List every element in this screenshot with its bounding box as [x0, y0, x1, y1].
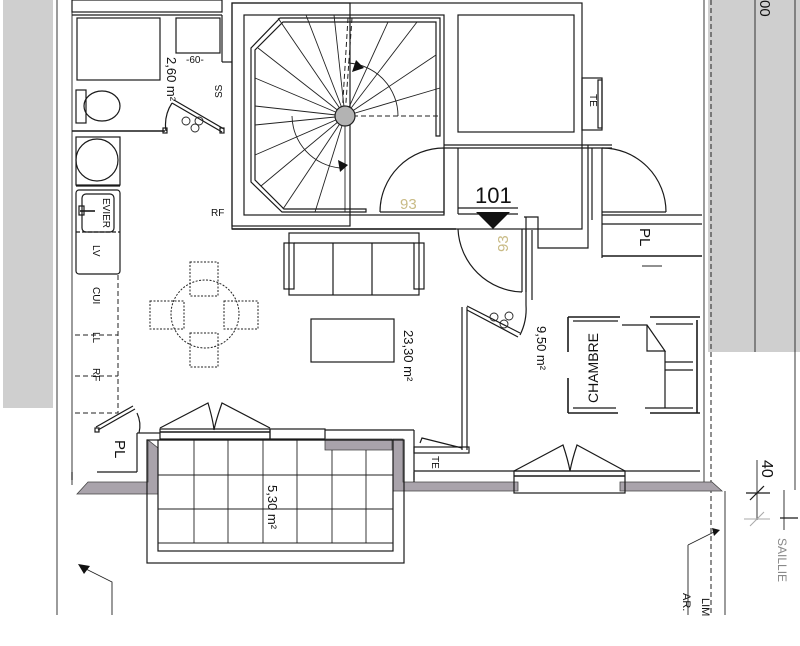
- label-lim: LIM: [699, 598, 711, 616]
- stair-newel-post: [334, 105, 356, 127]
- apartment-number: 101: [475, 183, 512, 208]
- door-number-93-a: 93: [400, 196, 417, 213]
- area-balcony: 5,30 m²: [265, 485, 280, 530]
- label-evier: EVIER: [100, 198, 111, 228]
- balcony-tiles: [158, 440, 393, 544]
- coffee-table: [310, 318, 395, 363]
- label-te-top: TE: [587, 94, 598, 107]
- apartment-marker-icon: [476, 212, 510, 229]
- label-ss: SS: [214, 84, 225, 98]
- dimension-40: 40: [758, 460, 775, 478]
- label-rf-kitchen: RF: [90, 368, 101, 381]
- label-rf-living: RF: [211, 208, 224, 219]
- area-living: 23,30 m²: [401, 330, 416, 382]
- staircase: [243, 14, 445, 216]
- bathtub: [76, 17, 161, 81]
- label-lv: LV: [90, 245, 101, 257]
- label-ll: LL: [90, 332, 101, 344]
- label-pl-entry: PL: [111, 440, 128, 458]
- bed: [567, 316, 700, 414]
- toilet: [83, 90, 121, 122]
- label-width-60: -60-: [186, 55, 204, 66]
- dining-table: [170, 279, 240, 349]
- washbasin: [175, 17, 221, 54]
- washing-machine: [75, 138, 119, 182]
- label-ar: AR.: [680, 593, 692, 611]
- area-bathroom: 2,60 m²: [164, 57, 179, 102]
- label-pl-hall: PL: [636, 228, 653, 246]
- label-te-bottom: TE: [429, 456, 440, 469]
- label-chambre: CHAMBRE: [585, 333, 601, 403]
- toilet-tank: [75, 89, 87, 124]
- right-gray-band: [708, 0, 800, 352]
- label-saillie: SAILLIE: [775, 538, 789, 582]
- sofa: [288, 232, 420, 296]
- dimension-top-right: 00: [756, 0, 773, 17]
- left-gray-band: [3, 0, 53, 408]
- door-number-93-b: 93: [495, 235, 512, 252]
- area-bedroom: 9,50 m²: [534, 326, 549, 371]
- label-cui: CUI: [90, 287, 101, 304]
